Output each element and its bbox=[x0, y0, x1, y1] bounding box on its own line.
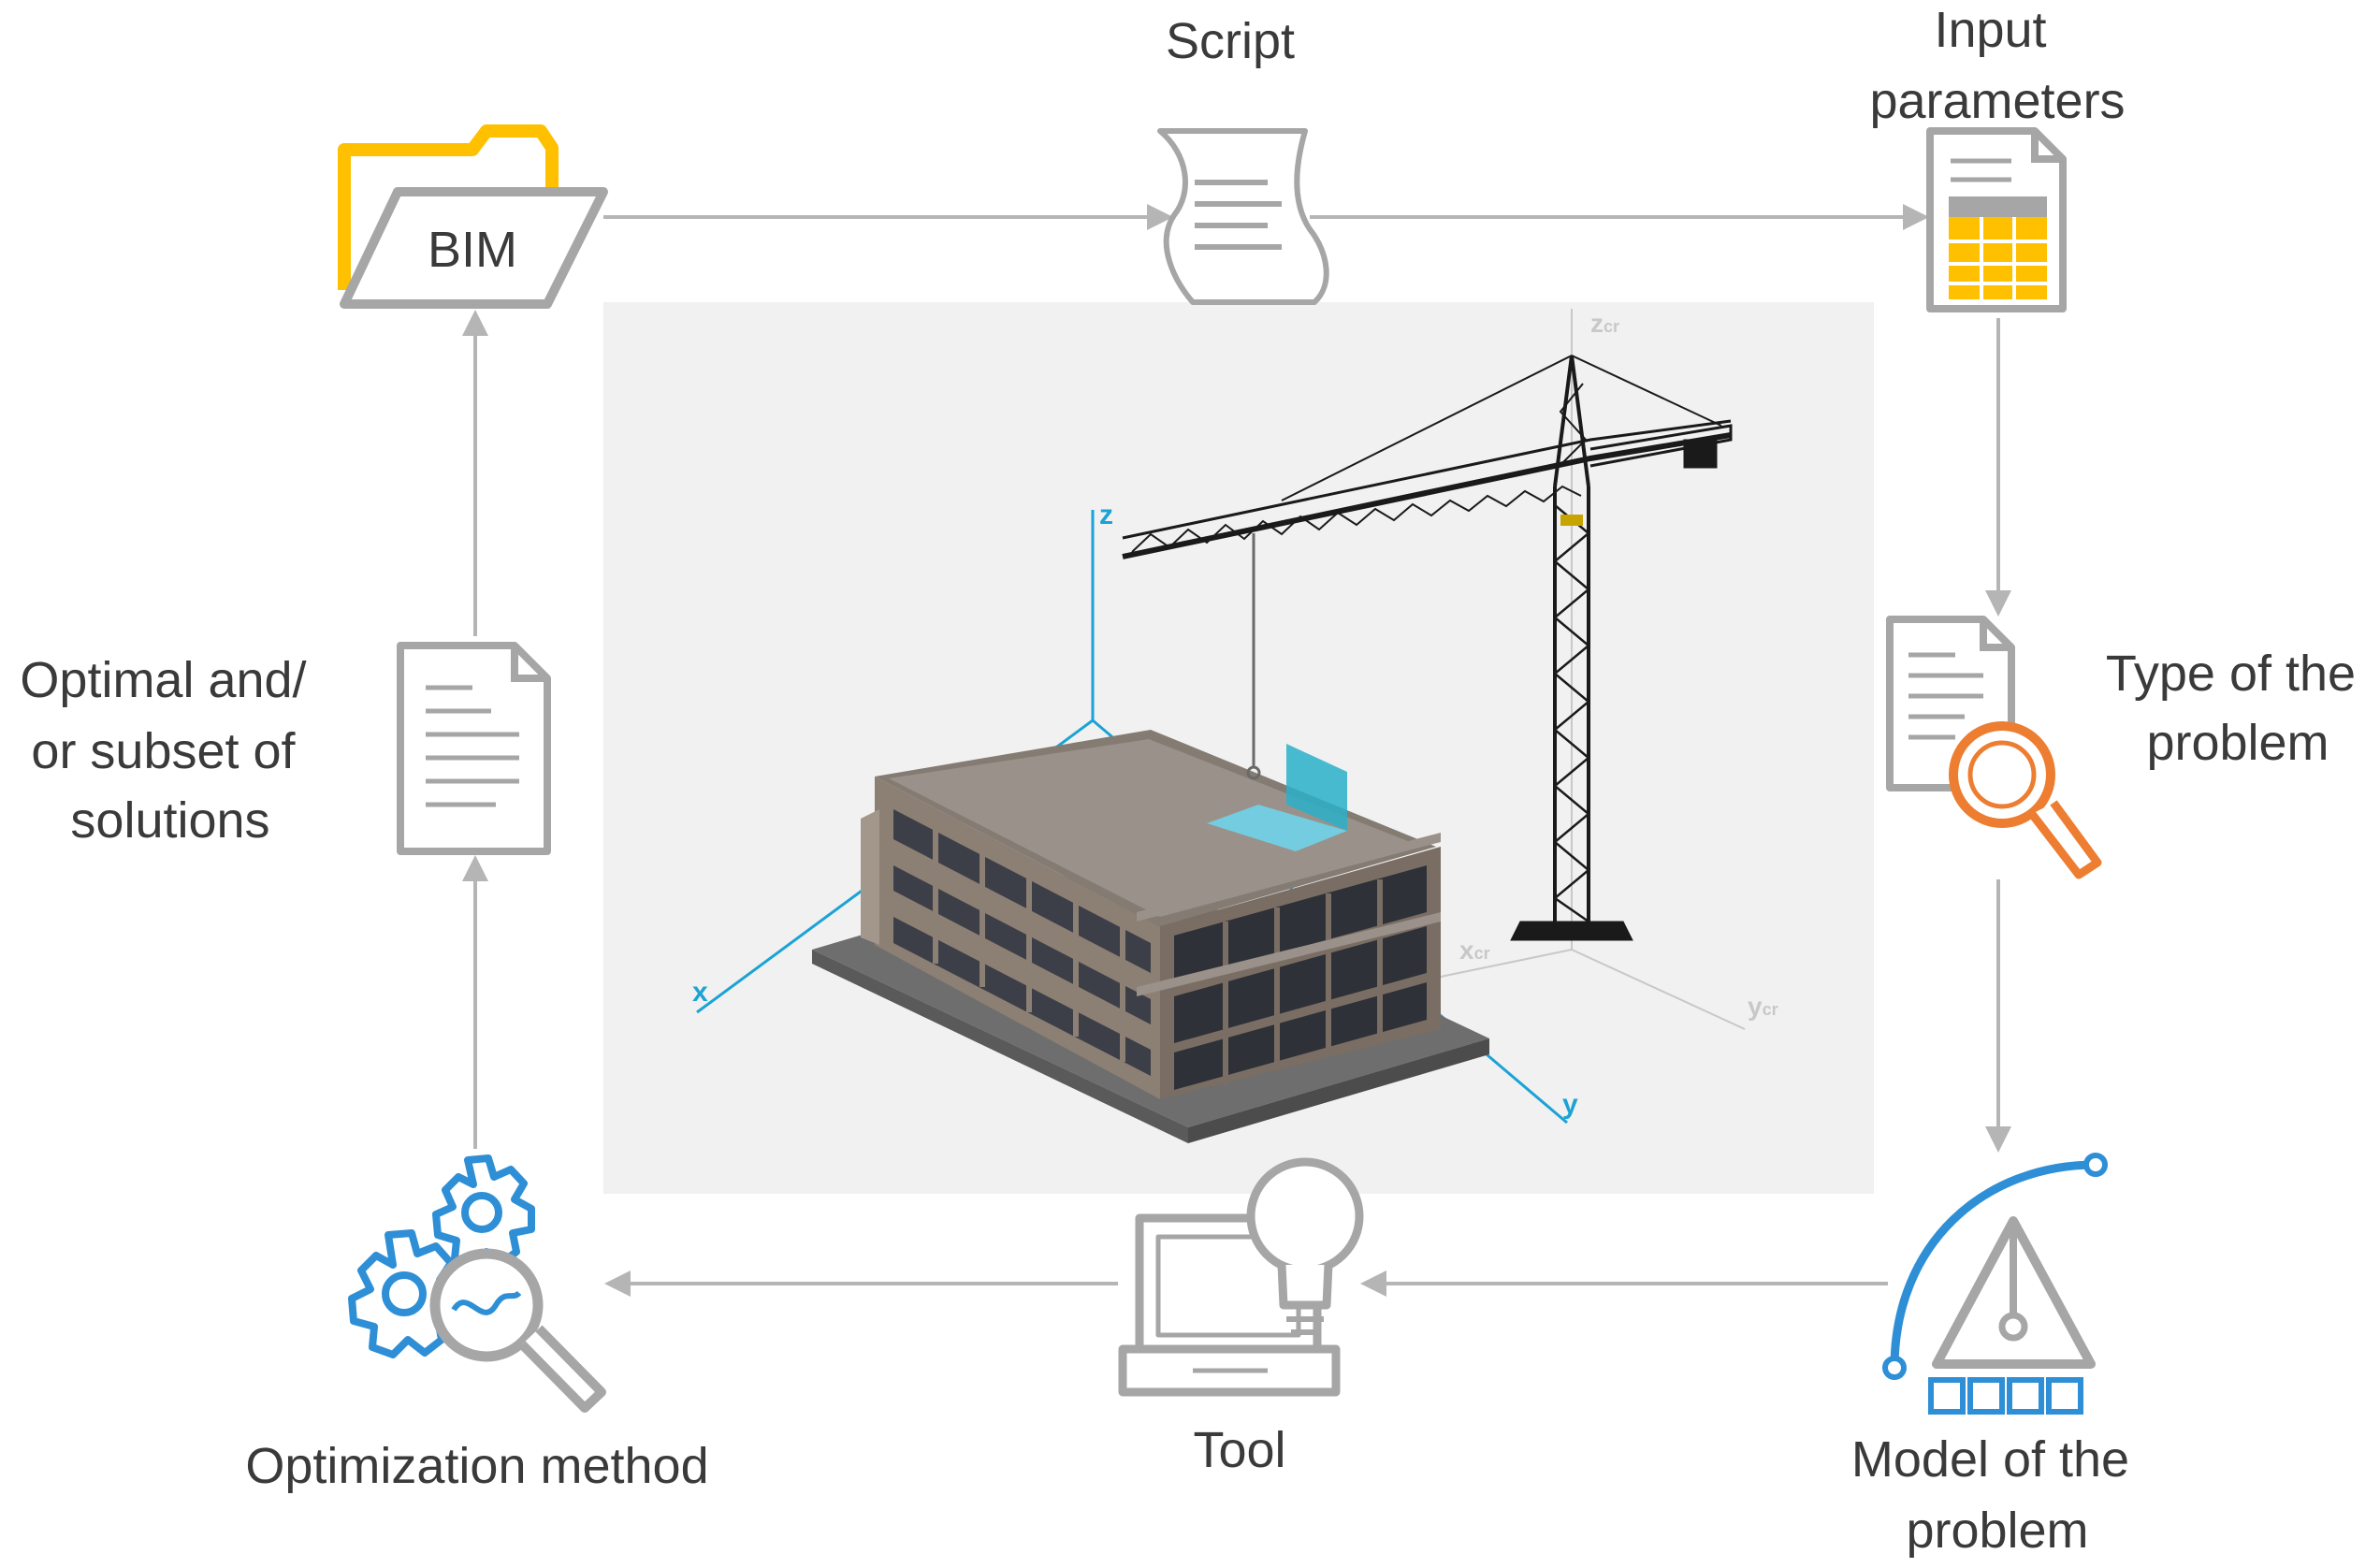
crane-z-sub: cr bbox=[1604, 317, 1619, 336]
axis-y-label: y bbox=[1562, 1089, 1578, 1120]
tool-label: Tool bbox=[1193, 1422, 1285, 1478]
type-of-problem-label: Type of the problem bbox=[2106, 646, 2370, 771]
structural-model-icon bbox=[1882, 1153, 2108, 1415]
input-parameters-label: Input parameters bbox=[1869, 2, 2125, 129]
document-icon bbox=[397, 642, 551, 855]
model-of-problem-line-1: Model of the bbox=[1851, 1431, 2129, 1488]
svg-text:zcr: zcr bbox=[1590, 309, 1619, 338]
flow-arrows bbox=[462, 204, 2011, 1297]
crane-y-label: y bbox=[1748, 992, 1763, 1021]
folder-icon bbox=[338, 124, 608, 309]
crane-z-label: z bbox=[1590, 309, 1604, 338]
script-label: Script bbox=[1166, 13, 1295, 69]
axis-x-label: x bbox=[692, 977, 708, 1008]
document-magnifier-icon bbox=[1886, 616, 2102, 879]
crane-axes bbox=[1435, 309, 1746, 1030]
optimal-solutions-label: Optimal and/ or subset of solutions bbox=[20, 652, 320, 849]
optimization-method-label: Optimization method bbox=[245, 1438, 708, 1494]
crane-x-sub: cr bbox=[1474, 944, 1490, 963]
gears-magnifier-icon bbox=[348, 1154, 606, 1413]
svg-text:xcr: xcr bbox=[1459, 936, 1490, 965]
tower-crane-model bbox=[1122, 355, 1733, 941]
scroll-document-icon bbox=[1157, 128, 1329, 305]
type-of-problem-line-2: problem bbox=[2146, 715, 2329, 771]
model-of-problem-line-2: problem bbox=[1906, 1503, 2088, 1559]
bim-label: BIM bbox=[428, 222, 517, 278]
laptop-lightbulb-icon bbox=[1118, 1157, 1364, 1397]
optimal-solutions-line-3: solutions bbox=[70, 792, 269, 849]
crane-x-label: x bbox=[1459, 936, 1474, 965]
spreadsheet-document-icon bbox=[1926, 127, 2067, 312]
crane-y-sub: cr bbox=[1763, 1000, 1778, 1019]
type-of-problem-line-1: Type of the bbox=[2106, 646, 2356, 702]
model-of-problem-label: Model of the problem bbox=[1851, 1431, 2143, 1559]
input-parameters-line-2: parameters bbox=[1869, 73, 2125, 129]
svg-text:ycr: ycr bbox=[1748, 992, 1778, 1021]
building-crane-scene: z x y zcr xcr ycr bbox=[603, 302, 1874, 1194]
optimal-solutions-line-1: Optimal and/ bbox=[20, 652, 306, 708]
crane-axis-labels: zcr xcr ycr bbox=[1459, 309, 1778, 1021]
axis-z-label: z bbox=[1099, 500, 1113, 530]
input-parameters-line-1: Input bbox=[1934, 2, 2046, 58]
building-model bbox=[812, 730, 1489, 1143]
optimal-solutions-line-2: or subset of bbox=[31, 723, 296, 779]
